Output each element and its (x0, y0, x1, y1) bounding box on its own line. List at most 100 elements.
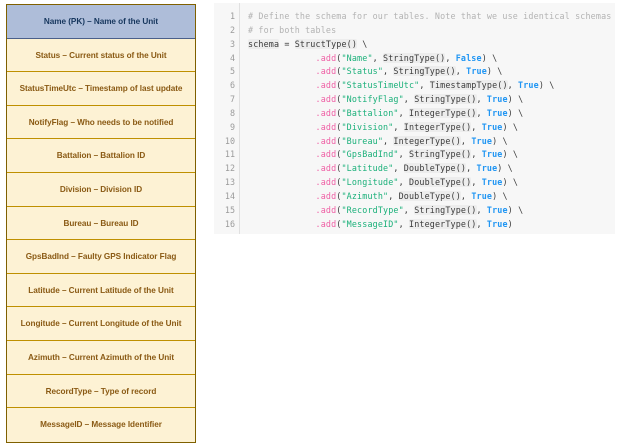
code-token-punct: , (383, 66, 394, 77)
code-line[interactable]: .add("Status", StringType(), True) \ (248, 65, 615, 79)
code-token-punct: , (398, 107, 409, 118)
code-token-punct: , (383, 135, 394, 146)
code-token-punct: , (403, 204, 415, 215)
code-token-bool: True (486, 204, 508, 215)
code-token-punct: , (476, 204, 487, 215)
code-token-type: DoubleType() (409, 177, 472, 188)
code-token-punct: ( (336, 163, 342, 174)
code-token-string: "Name" (341, 52, 373, 63)
code-token-type: StringType() (383, 52, 446, 63)
code-token-punct: , (393, 121, 404, 132)
code-token-cont: \ (497, 135, 508, 146)
code-token-cont: \ (544, 80, 555, 91)
code-token-punct: ( (336, 66, 342, 77)
code-token-punct: , (476, 94, 487, 105)
code-token-plain (248, 219, 316, 229)
code-token-type: StringType() (393, 66, 456, 77)
code-token-plain: = (279, 38, 295, 49)
code-token-type: StringType() (414, 204, 477, 215)
code-token-punct: , (419, 80, 430, 91)
code-line[interactable]: .add("Azimuth", DoubleType(), True) \ (248, 190, 615, 204)
code-token-plain (248, 191, 316, 201)
code-token-punct: ) (502, 121, 508, 132)
code-token-method: .add (315, 163, 337, 174)
code-token-string: "Status" (341, 66, 384, 77)
code-line[interactable]: .add("Battalion", IntegerType(), True) \ (248, 107, 615, 121)
code-token-string: "Latitude" (341, 163, 394, 174)
code-token-punct: , (393, 163, 404, 174)
code-token-punct: , (398, 218, 409, 229)
schema-row: Status – Current status of the Unit (7, 38, 195, 73)
code-line-number: 5 (229, 66, 235, 77)
code-token-cont: \ (497, 190, 508, 201)
code-line[interactable]: .add("StatusTimeUtc", TimestampType(), T… (248, 79, 615, 93)
code-token-punct: ( (336, 190, 342, 201)
code-line-number: 10 (224, 135, 235, 146)
code-token-punct: , (460, 135, 472, 146)
code-line[interactable]: # Define the schema for our tables. Note… (248, 10, 615, 24)
code-token-type: TimestampType() (429, 80, 508, 91)
code-token-punct: ( (336, 149, 342, 160)
code-line-number: 15 (224, 204, 235, 215)
code-token-type: IntegerType() (393, 135, 461, 146)
code-line[interactable]: .add("RecordType", StringType(), True) \ (248, 204, 615, 218)
code-token-plain (248, 205, 316, 215)
code-token-method: .add (315, 204, 337, 215)
code-token-bool: False (455, 52, 482, 63)
code-token-plain (248, 108, 316, 118)
code-line[interactable]: .add("Latitude", DoubleType(), True) \ (248, 162, 615, 176)
code-token-plain (248, 80, 316, 90)
code-token-punct: , (403, 94, 415, 105)
code-token-punct: , (372, 52, 384, 63)
code-token-plain (248, 122, 316, 132)
code-line[interactable]: .add("Name", StringType(), False) \ (248, 52, 615, 66)
code-line[interactable]: .add("NotifyFlag", StringType(), True) \ (248, 93, 615, 107)
code-token-plain (248, 136, 316, 146)
schema-row: MessageID – Message Identifier (7, 408, 195, 442)
schema-row: Battalion – Battalion ID (7, 139, 195, 173)
code-token-bool: True (476, 163, 498, 174)
code-token-punct: , (507, 80, 519, 91)
code-line-number: 8 (229, 107, 235, 118)
code-token-cont: \ (512, 94, 524, 105)
code-token-bool: True (481, 121, 503, 132)
code-line[interactable]: .add("GpsBadInd", StringType(), True) \ (248, 148, 615, 162)
code-token-punct: ( (336, 218, 342, 229)
code-token-type: DoubleType() (403, 163, 467, 174)
code-token-punct: ) (492, 190, 498, 201)
code-token-cont: \ (512, 204, 524, 215)
code-content-area[interactable]: # Define the schema for our tables. Note… (240, 3, 615, 234)
code-token-punct: , (471, 121, 482, 132)
code-line[interactable]: .add("Bureau", IntegerType(), True) \ (248, 135, 615, 149)
code-line[interactable]: .add("Division", IntegerType(), True) \ (248, 121, 615, 135)
code-token-method: .add (315, 190, 337, 201)
code-line-number: 9 (229, 121, 235, 132)
code-token-punct: ) (507, 204, 513, 215)
code-token-bool: True (486, 218, 508, 229)
schema-row: StatusTimeUtc – Timestamp of last update (7, 72, 195, 106)
code-token-cont: \ (507, 177, 519, 188)
code-line-number: 12 (224, 163, 235, 174)
code-token-punct: , (471, 149, 482, 160)
code-token-bool: True (481, 149, 503, 160)
code-token-plain (248, 53, 316, 63)
code-line-number: 6 (229, 80, 235, 91)
code-line[interactable]: schema = StructType() \ (248, 38, 615, 52)
code-line[interactable]: .add("MessageID", IntegerType(), True) (248, 218, 615, 232)
code-line[interactable]: # for both tables (248, 24, 615, 38)
code-token-punct: , (466, 163, 477, 174)
code-token-string: "RecordType" (341, 204, 404, 215)
code-line-number: 7 (229, 94, 235, 105)
code-token-punct: ) (502, 149, 508, 160)
code-line[interactable]: .add("Longitude", DoubleType(), True) \ (248, 176, 615, 190)
code-token-punct: , (398, 177, 409, 188)
code-token-bool: True (518, 80, 539, 91)
code-token-punct: ) (497, 163, 503, 174)
code-token-plain (248, 149, 316, 159)
code-token-type: StructType() (294, 38, 358, 49)
schema-row: GpsBadInd – Faulty GPS Indicator Flag (7, 240, 195, 274)
code-token-punct: ( (336, 135, 342, 146)
